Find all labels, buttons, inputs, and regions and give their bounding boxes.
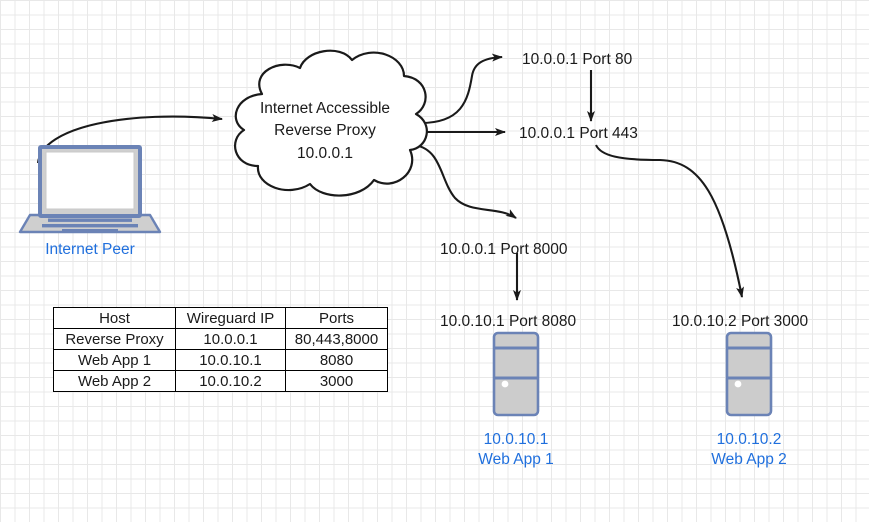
table-cell-ip: 10.0.10.2 [175, 370, 286, 392]
endpoint-label-port8000: 10.0.0.1 Port 8000 [440, 241, 568, 258]
connector-peer-to-cloud [36, 114, 223, 164]
endpoint-label-port443: 10.0.0.1 Port 443 [519, 125, 638, 142]
table-row: Web App 2 10.0.10.2 3000 [53, 370, 388, 392]
table-row: Web App 1 10.0.10.1 8080 [53, 349, 388, 371]
server-2-name: Web App 2 [711, 451, 787, 469]
connector-cloud-to-port80 [417, 53, 503, 125]
table-row: Reverse Proxy 10.0.0.1 80,443,8000 [53, 328, 388, 350]
table-cell-host: Reverse Proxy [53, 328, 176, 350]
cloud-label-line1: Internet Accessible [259, 100, 391, 117]
endpoint-label-app2-target: 10.0.10.2 Port 3000 [672, 313, 809, 330]
table-cell-ip: 10.0.10.1 [175, 349, 286, 371]
table-header-row: Host Wireguard IP Ports [53, 307, 388, 329]
table-cell-ip: 10.0.0.1 [175, 328, 286, 350]
table-cell-ports: 3000 [285, 370, 388, 392]
table-header-ports: Ports [285, 307, 388, 329]
server-1-name: Web App 1 [478, 451, 554, 469]
server-label-2: 10.0.10.2 Web App 2 [669, 430, 829, 470]
connector-cloud-to-port8000 [414, 143, 517, 219]
endpoint-label-port80: 10.0.0.1 Port 80 [522, 51, 633, 68]
table-header-wireguard-ip: Wireguard IP [175, 307, 286, 329]
server-tower-icon-1 [492, 331, 540, 417]
connector-port443-to-app2 [595, 144, 744, 298]
laptop-icon [18, 145, 162, 234]
table-cell-host: Web App 2 [53, 370, 176, 392]
endpoint-label-app1-target: 10.0.10.1 Port 8080 [440, 313, 577, 330]
cloud-label-line2: Reverse Proxy [274, 122, 376, 140]
peer-label: Internet Peer [45, 241, 135, 258]
host-table: Host Wireguard IP Ports Reverse Proxy 10… [53, 307, 388, 392]
cloud-label-line3: 10.0.0.1 [296, 144, 354, 162]
table-cell-ports: 80,443,8000 [285, 328, 388, 350]
cloud-label: Internet Accessible Reverse Proxy 10.0.0… [232, 98, 418, 165]
server-2-ip: 10.0.10.2 [716, 431, 782, 448]
server-tower-icon-2 [725, 331, 773, 417]
server-label-1: 10.0.10.1 Web App 1 [436, 430, 596, 470]
table-cell-ports: 8080 [285, 349, 388, 371]
table-cell-host: Web App 1 [53, 349, 176, 371]
server-1-ip: 10.0.10.1 [483, 431, 549, 448]
table-header-host: Host [53, 307, 176, 329]
